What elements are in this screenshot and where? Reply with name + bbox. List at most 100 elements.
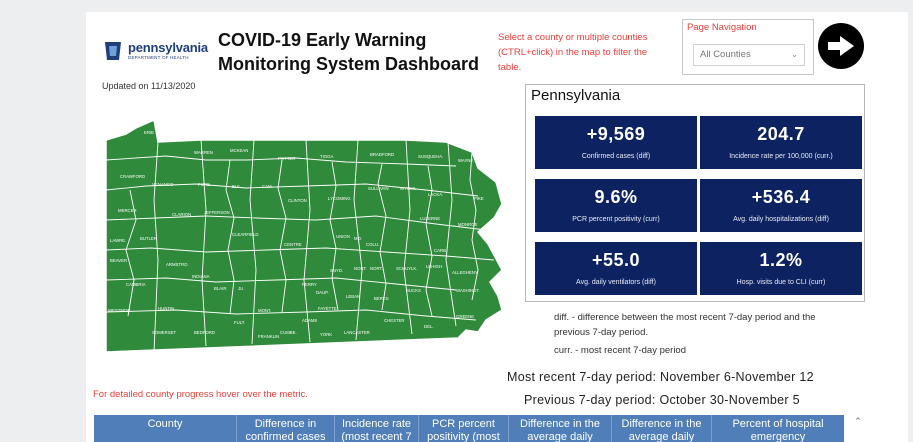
county-label[interactable]: MO. bbox=[354, 236, 362, 241]
title-line-1: COVID-19 Early Warning bbox=[218, 30, 427, 50]
county-label[interactable]: LACKA. bbox=[428, 192, 443, 197]
county-label[interactable]: SULLIVAN bbox=[368, 186, 388, 191]
county-label[interactable]: MERCER bbox=[118, 208, 137, 213]
dashboard-page: pennsylvania DEPARTMENT OF HEALTH Update… bbox=[86, 12, 908, 442]
county-label[interactable]: CARB. bbox=[434, 248, 447, 253]
column-header-vent-diff[interactable]: Difference in the average daily bbox=[612, 415, 712, 442]
county-label[interactable]: SUSQUEHA. bbox=[418, 154, 443, 159]
ventilators-label: Avg. daily ventilators (diff) bbox=[576, 279, 656, 286]
county-label[interactable]: BEAVER bbox=[110, 258, 127, 263]
county-label[interactable]: CUMBE. bbox=[280, 330, 297, 335]
county-label[interactable]: TIOGA bbox=[320, 154, 334, 159]
cli-visits-tile[interactable]: 1.2% Hosp. visits due to CLI (curr) bbox=[700, 242, 862, 295]
county-label[interactable]: DAUP. bbox=[316, 290, 329, 295]
county-label[interactable]: LEBAN. bbox=[346, 294, 361, 299]
county-label[interactable]: MONT. bbox=[258, 308, 271, 313]
county-label[interactable]: WYOMI. bbox=[400, 186, 416, 191]
county-label[interactable]: BRADFORD bbox=[370, 152, 394, 157]
page-title: COVID-19 Early Warning Monitoring System… bbox=[218, 28, 498, 76]
county-label[interactable]: PERRY bbox=[302, 282, 317, 287]
county-label[interactable]: WAYNE bbox=[458, 158, 473, 163]
pcr-positivity-tile[interactable]: 9.6% PCR percent positivity (curr) bbox=[535, 179, 697, 232]
map-filter-hint: Select a county or multiple counties (CT… bbox=[498, 32, 648, 73]
county-select-value: All Counties bbox=[700, 49, 751, 60]
county-label[interactable]: DEL. bbox=[424, 324, 434, 329]
county-label[interactable]: WASHINGT. bbox=[456, 288, 480, 293]
county-label[interactable]: LEHIGH bbox=[426, 264, 442, 269]
chevron-down-icon: ⌄ bbox=[791, 50, 798, 59]
county-label[interactable]: CLEARFIELD bbox=[232, 232, 259, 237]
metric-legend: diff. - difference between the most rece… bbox=[554, 310, 854, 358]
county-label[interactable]: BUCKS bbox=[406, 288, 421, 293]
hover-hint: For detailed county progress hover over … bbox=[93, 389, 308, 400]
county-label[interactable]: FULT. bbox=[234, 320, 245, 325]
column-header-pcr-positivity[interactable]: PCR percent positivity (most bbox=[419, 415, 509, 442]
county-label[interactable]: JEFFERSON bbox=[204, 210, 230, 215]
county-label[interactable]: ADAMS bbox=[302, 318, 317, 323]
page-forward-button[interactable] bbox=[818, 23, 864, 69]
column-header-hosp-diff[interactable]: Difference in the average daily bbox=[509, 415, 612, 442]
county-label[interactable]: SOMERSET bbox=[152, 330, 176, 335]
previous-period: Previous 7-day period: October 30-Novemb… bbox=[524, 393, 800, 407]
column-header-incidence-rate[interactable]: Incidence rate (most recent 7 bbox=[335, 415, 419, 442]
pa-outline[interactable] bbox=[106, 120, 503, 352]
incidence-rate-tile[interactable]: 204.7 Incidence rate per 100,000 (curr.) bbox=[700, 116, 862, 169]
column-header-county[interactable]: County bbox=[94, 415, 237, 442]
ventilators-value: +55.0 bbox=[591, 250, 641, 270]
county-label[interactable]: UNION bbox=[336, 234, 350, 239]
county-label[interactable]: WARREN bbox=[194, 150, 213, 155]
column-header-er-visits[interactable]: Percent of hospital emergency bbox=[732, 418, 824, 442]
confirmed-cases-value: +9,569 bbox=[586, 124, 646, 144]
county-label[interactable]: LUZERNE bbox=[420, 216, 440, 221]
county-label[interactable]: PIKE bbox=[474, 196, 484, 201]
county-label[interactable]: ELK bbox=[232, 184, 240, 189]
county-label[interactable]: MONROE bbox=[458, 222, 477, 227]
county-label[interactable]: BEDFORD bbox=[194, 330, 215, 335]
county-label[interactable]: BERKS bbox=[374, 296, 389, 301]
county-label[interactable]: YORK bbox=[320, 332, 332, 337]
county-label[interactable]: VENANGO bbox=[152, 182, 174, 187]
county-label[interactable]: CENTRE bbox=[284, 242, 302, 247]
county-label[interactable]: LANCASTER bbox=[344, 330, 370, 335]
table-scroll-up-icon[interactable]: ⌃ bbox=[854, 416, 862, 426]
county-label[interactable]: POTTER bbox=[278, 156, 295, 161]
cli-visits-value: 1.2% bbox=[759, 250, 803, 270]
county-label[interactable]: GREENE bbox=[456, 314, 474, 319]
arrow-right-icon bbox=[828, 36, 854, 56]
county-label[interactable]: LYCOMING bbox=[328, 196, 351, 201]
ventilators-tile[interactable]: +55.0 Avg. daily ventilators (diff) bbox=[535, 242, 697, 295]
county-label[interactable]: FAYETTE bbox=[318, 306, 337, 311]
county-label[interactable]: HUNTIN. bbox=[158, 306, 175, 311]
county-label[interactable]: CHESTER bbox=[384, 318, 405, 323]
county-label[interactable]: ERIE bbox=[144, 130, 154, 135]
column-header-confirmed-diff[interactable]: Difference in confirmed cases bbox=[237, 415, 335, 442]
county-label[interactable]: SCHUYLK. bbox=[396, 266, 418, 271]
county-label[interactable]: COLU. bbox=[366, 242, 379, 247]
county-select[interactable]: All Counties ⌄ bbox=[693, 44, 805, 66]
county-label[interactable]: CLARION bbox=[172, 212, 191, 217]
county-label[interactable]: INDIANA bbox=[192, 274, 210, 279]
pa-county-map[interactable]: ERIE WARREN MCKEAN POTTER TIOGA BRADFORD SUSQU… bbox=[106, 120, 506, 352]
county-label[interactable]: CRAWFORD bbox=[120, 174, 145, 179]
county-label[interactable]: NORT. bbox=[370, 266, 383, 271]
county-label[interactable]: BUTLER bbox=[140, 236, 157, 241]
county-label[interactable]: ARMSTRO. bbox=[166, 262, 189, 267]
county-label[interactable]: WESTMOR. bbox=[108, 308, 132, 313]
hospitalizations-tile[interactable]: +536.4 Avg. daily hospitalizations (diff… bbox=[700, 179, 862, 232]
hospitalizations-value: +536.4 bbox=[751, 187, 811, 207]
county-label[interactable]: NORT. bbox=[354, 266, 367, 271]
county-label[interactable]: CAM. bbox=[262, 184, 273, 189]
county-label[interactable]: JU. bbox=[238, 286, 244, 291]
county-label[interactable]: CLINTON bbox=[288, 198, 307, 203]
county-label[interactable]: SNYD. bbox=[330, 268, 343, 273]
county-label[interactable]: ALLEGHENY bbox=[452, 270, 478, 275]
county-label[interactable]: BLAIR bbox=[214, 286, 226, 291]
county-label[interactable]: MCKEAN bbox=[230, 148, 248, 153]
county-label[interactable]: FORE. bbox=[198, 182, 211, 187]
legend-curr: curr. - most recent 7-day period bbox=[554, 345, 686, 356]
county-label[interactable]: LAWRE. bbox=[110, 238, 126, 243]
updated-date: Updated on 11/13/2020 bbox=[102, 81, 196, 91]
county-label[interactable]: CAMBRIA bbox=[126, 282, 146, 287]
confirmed-cases-tile[interactable]: +9,569 Confirmed cases (diff) bbox=[535, 116, 697, 169]
county-label[interactable]: FRANKLIN bbox=[258, 334, 279, 339]
